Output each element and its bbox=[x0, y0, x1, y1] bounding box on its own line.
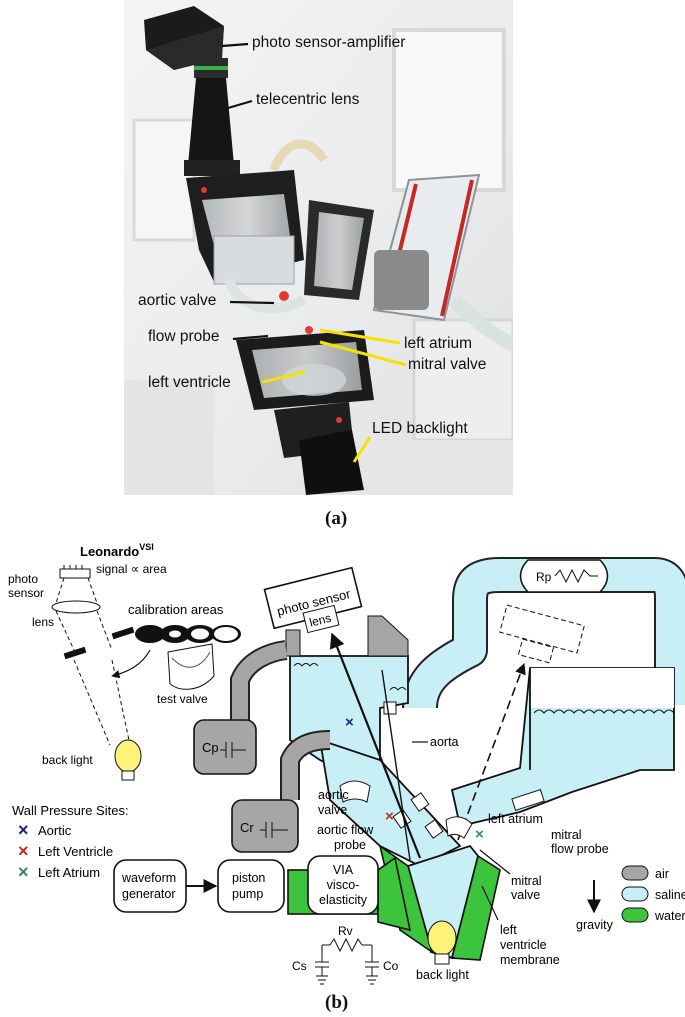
legend-swatch-water bbox=[621, 907, 649, 923]
label-telecentric-lens: telecentric lens bbox=[256, 91, 360, 108]
lv-site-mark: × bbox=[18, 841, 29, 861]
label-left-ventricle-photo: left ventricle bbox=[148, 374, 231, 391]
rp-zigzag bbox=[554, 568, 598, 584]
legend-swatch-saline bbox=[621, 886, 649, 902]
mini-back-light-label: back light bbox=[42, 753, 93, 767]
mitral-optical-axis bbox=[457, 662, 526, 841]
wall-pressure-title: Wall Pressure Sites: bbox=[12, 803, 129, 818]
label-left-atrium-photo: left atrium bbox=[404, 335, 473, 352]
gravity-label: gravity bbox=[576, 918, 614, 932]
left-atrium-label: left atrium bbox=[488, 812, 543, 826]
mitral-flow-probe-box bbox=[511, 789, 545, 811]
calibration-label: calibration areas bbox=[128, 602, 224, 617]
via-box bbox=[307, 855, 379, 915]
lv-site-label: Left Ventricle bbox=[38, 844, 113, 859]
label-aortic-valve: aortic valve bbox=[138, 292, 217, 309]
lens-label: lens bbox=[308, 611, 333, 630]
aorta-probe-box bbox=[383, 701, 397, 715]
aortic-valve-icon bbox=[339, 780, 371, 803]
label-flow-probe: flow probe bbox=[148, 328, 220, 345]
label-led-backlight: LED backlight bbox=[372, 420, 468, 437]
aorta-label: aorta bbox=[430, 735, 459, 749]
legend-swatch-air bbox=[621, 865, 649, 881]
cs-label: Cs bbox=[292, 959, 307, 973]
mini-sensor-icon bbox=[59, 565, 91, 579]
legend-label-air: air bbox=[655, 867, 669, 881]
aortic-site-marker: × bbox=[345, 714, 354, 731]
la-site-mark: × bbox=[18, 862, 29, 882]
cr-label: Cr bbox=[240, 820, 254, 835]
mini-aperture-right bbox=[111, 626, 135, 640]
legend-label-water: water bbox=[654, 909, 685, 923]
rv-label: Rv bbox=[338, 924, 353, 938]
cr-chamber bbox=[231, 799, 299, 853]
legend-label-saline: saline bbox=[655, 888, 685, 902]
cp-label: Cp bbox=[202, 740, 219, 755]
photo-leader-lines bbox=[221, 42, 407, 463]
reservoir-air-gap bbox=[530, 668, 674, 708]
rc-network bbox=[315, 937, 379, 985]
reservoir-surface bbox=[533, 709, 675, 714]
panel-b-tag: (b) bbox=[325, 992, 349, 1013]
rp-resistor-box bbox=[519, 559, 609, 593]
lens-box bbox=[302, 604, 340, 634]
signal-area-label: signal ∝ area bbox=[96, 562, 167, 576]
lv-site-marker: × bbox=[385, 808, 394, 825]
aortic-site-label: Aortic bbox=[38, 823, 72, 838]
mini-lens-label: lens bbox=[32, 615, 54, 629]
rp-tube-saline bbox=[404, 559, 685, 710]
ghost-sensor bbox=[499, 604, 585, 654]
panel-a-tag: (a) bbox=[325, 508, 348, 529]
calibration-arrow bbox=[111, 649, 151, 679]
back-light-label: back light bbox=[416, 968, 469, 982]
cp-chamber bbox=[193, 719, 257, 775]
la-site-marker: × bbox=[475, 826, 484, 843]
cr-capacitor-icon bbox=[260, 822, 288, 838]
waveform-generator-box bbox=[113, 859, 187, 913]
test-valve-label: test valve bbox=[157, 692, 208, 706]
lv-water-right bbox=[450, 854, 501, 961]
apparatus-illustration bbox=[124, 0, 513, 495]
mini-lens-icon bbox=[51, 600, 101, 614]
test-valve-icon bbox=[167, 643, 215, 690]
aortic-optical-axis bbox=[329, 632, 422, 859]
mitral-valve-icon bbox=[445, 816, 473, 839]
mini-aperture-left bbox=[63, 646, 87, 660]
label-photo-sensor-amplifier: photo sensor-amplifier bbox=[252, 34, 406, 51]
piston-pump-box bbox=[217, 859, 285, 913]
co-label: Co bbox=[383, 959, 399, 973]
back-light-bulb-icon bbox=[427, 920, 457, 965]
ghost-lens bbox=[517, 638, 555, 664]
rp-label: Rp bbox=[536, 570, 552, 584]
cp-capacitor-icon bbox=[220, 742, 246, 758]
mini-bulb-icon bbox=[114, 739, 142, 781]
leonardo-title: LeonardoVSI bbox=[80, 542, 154, 559]
label-mitral-valve-photo: mitral valve bbox=[408, 356, 487, 373]
aortic-site-mark: × bbox=[18, 820, 29, 840]
la-site-label: Left Atrium bbox=[38, 865, 100, 880]
calibration-rings bbox=[135, 625, 241, 643]
apparatus-photo bbox=[124, 0, 513, 495]
